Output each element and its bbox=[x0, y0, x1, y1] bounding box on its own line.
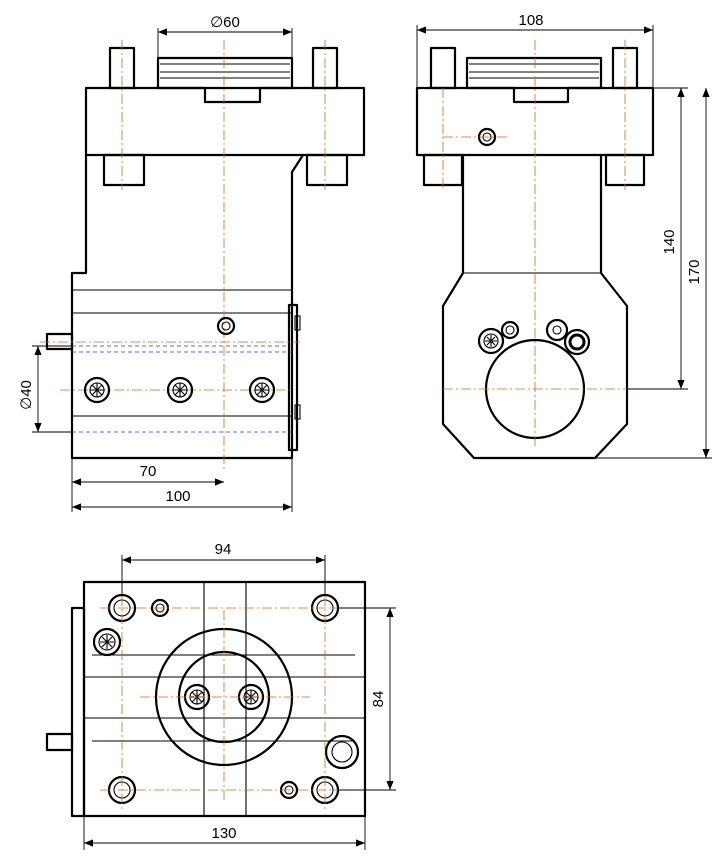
top-stub-pin bbox=[45, 732, 74, 752]
label-diameter-40: ∅40 bbox=[18, 380, 35, 410]
dimension-70: 70 bbox=[71, 458, 224, 512]
side-view: 108 140 170 bbox=[415, 12, 712, 460]
front-right-bottom-pin bbox=[305, 153, 349, 187]
label-140: 140 bbox=[661, 229, 678, 254]
label-100: 100 bbox=[165, 488, 190, 505]
front-collar bbox=[156, 56, 294, 90]
dimension-130: 130 bbox=[83, 816, 366, 850]
top-side-plate bbox=[70, 606, 86, 818]
side-left-top-pin bbox=[429, 46, 457, 90]
front-set-screw bbox=[216, 316, 236, 336]
side-socket-screw bbox=[477, 327, 505, 355]
front-clamp-screw-2 bbox=[166, 376, 194, 404]
side-coolant-port bbox=[563, 328, 591, 356]
dimension-diameter-40: ∅40 bbox=[18, 345, 72, 433]
top-view: 94 84 130 bbox=[45, 541, 396, 850]
dimension-140: 140 bbox=[627, 87, 688, 390]
top-socket-screw bbox=[92, 627, 122, 657]
dimension-diameter-60: ∅60 bbox=[157, 14, 293, 58]
front-view: ∅60 ∅40 70 100 bbox=[18, 14, 366, 512]
dimension-84: 84 bbox=[338, 607, 396, 791]
label-70: 70 bbox=[140, 463, 157, 480]
side-body bbox=[441, 155, 629, 460]
label-108: 108 bbox=[518, 12, 543, 29]
side-top-flange bbox=[415, 86, 655, 157]
dimension-108: 108 bbox=[416, 12, 654, 88]
top-body bbox=[82, 580, 367, 818]
label-94: 94 bbox=[215, 541, 232, 558]
side-collar bbox=[465, 56, 603, 90]
dimension-100: 100 bbox=[72, 458, 293, 512]
front-side-cap bbox=[287, 303, 299, 452]
label-diameter-60: ∅60 bbox=[210, 14, 240, 31]
front-top-flange bbox=[84, 86, 366, 157]
label-84: 84 bbox=[370, 691, 387, 708]
side-lube-fitting bbox=[545, 318, 569, 342]
front-clamp-screw-3 bbox=[248, 376, 276, 404]
dimension-94: 94 bbox=[121, 541, 326, 595]
front-body bbox=[70, 154, 304, 460]
label-170: 170 bbox=[686, 259, 703, 284]
top-coolant-port bbox=[324, 734, 360, 770]
label-130: 130 bbox=[211, 825, 236, 842]
front-left-bottom-pin bbox=[102, 153, 146, 187]
front-stub-pin bbox=[45, 332, 74, 351]
front-clamp-screw-1 bbox=[83, 376, 111, 404]
side-small-hole bbox=[500, 320, 520, 340]
dimension-170: 170 bbox=[595, 88, 712, 459]
